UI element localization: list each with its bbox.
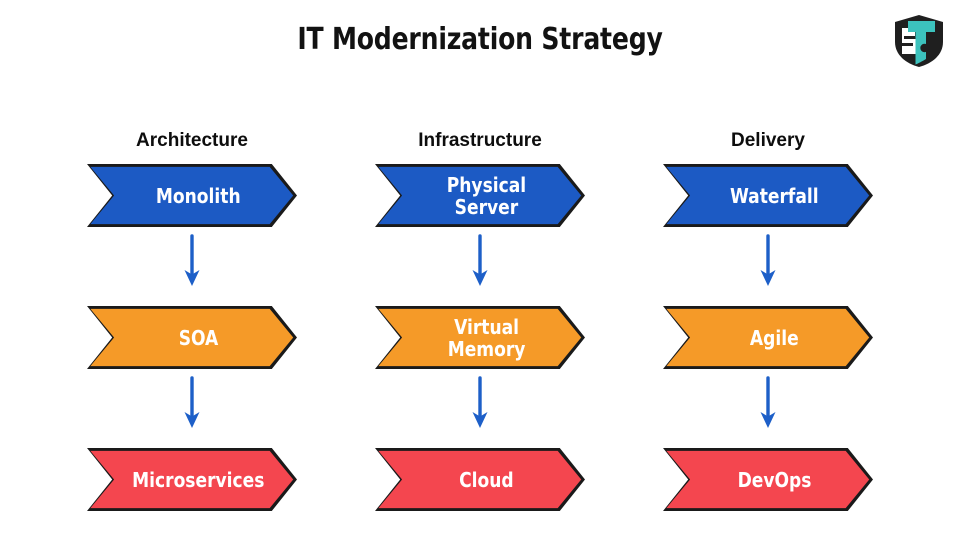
stage-chip-virtual-memory[interactable]: Virtual Memory [375, 306, 585, 369]
shield-s-cut [902, 28, 917, 54]
shield-t-logo [893, 14, 945, 68]
arrow-down-icon [472, 233, 488, 286]
stage-chip-cloud[interactable]: Cloud [375, 448, 585, 511]
chevron-fill [666, 308, 870, 367]
chevron-fill [90, 308, 294, 367]
arrow-down-icon [184, 233, 200, 286]
connector-arrow-architecture-1 [87, 227, 297, 296]
arrow-down-icon [472, 375, 488, 428]
connector-arrow-infrastructure-2 [375, 369, 585, 438]
stage-label: Agile [750, 325, 800, 350]
stage-label: DevOps [737, 467, 812, 492]
chevron-fill [666, 450, 870, 509]
stage-chip-waterfall[interactable]: Waterfall [663, 164, 873, 227]
connector-arrow-delivery-2 [663, 369, 873, 438]
stage-label: Monolith [156, 183, 242, 208]
stage-chip-soa[interactable]: SOA [87, 306, 297, 369]
flow-grid: Architecture Monolith SOA Microservices [0, 128, 960, 511]
stage-chip-monolith[interactable]: Monolith [87, 164, 297, 227]
stage-chip-devops[interactable]: DevOps [663, 448, 873, 511]
connector-arrow-infrastructure-1 [375, 227, 585, 296]
arrow-down-icon [760, 233, 776, 286]
stage-chip-physical-server[interactable]: Physical Server [375, 164, 585, 227]
arrow-down-icon [760, 375, 776, 428]
stage-label: Waterfall [730, 183, 819, 208]
column-header-architecture: Architecture [136, 130, 248, 151]
flow-column-delivery: Delivery Waterfall Agile DevOps [663, 128, 873, 511]
chevron-fill [90, 166, 294, 225]
chevron-fill [378, 450, 582, 509]
stage-label: Virtual Memory [447, 314, 526, 361]
chevron-fill [378, 166, 582, 225]
connector-arrow-architecture-2 [87, 369, 297, 438]
stage-label: Microservices [132, 467, 265, 492]
shield-dot [920, 43, 929, 53]
shield-t-logo-svg [895, 15, 943, 67]
arrow-down-icon [184, 375, 200, 428]
stage-chip-microservices[interactable]: Microservices [87, 448, 297, 511]
flow-column-infrastructure: Infrastructure Physical Server Virtual M… [375, 128, 585, 511]
flow-column-architecture: Architecture Monolith SOA Microservices [87, 128, 297, 511]
column-header-infrastructure: Infrastructure [418, 130, 542, 151]
page-title: IT Modernization Strategy [297, 22, 663, 57]
chevron-fill [666, 166, 870, 225]
stage-chip-agile[interactable]: Agile [663, 306, 873, 369]
chevron-fill [378, 308, 582, 367]
column-header-delivery: Delivery [731, 130, 805, 151]
connector-arrow-delivery-1 [663, 227, 873, 296]
letter-t-glyph [908, 21, 935, 65]
stage-label: SOA [178, 325, 219, 350]
stage-label: Physical Server [446, 172, 527, 219]
stage-label: Cloud [459, 467, 514, 492]
chevron-fill [90, 450, 294, 509]
